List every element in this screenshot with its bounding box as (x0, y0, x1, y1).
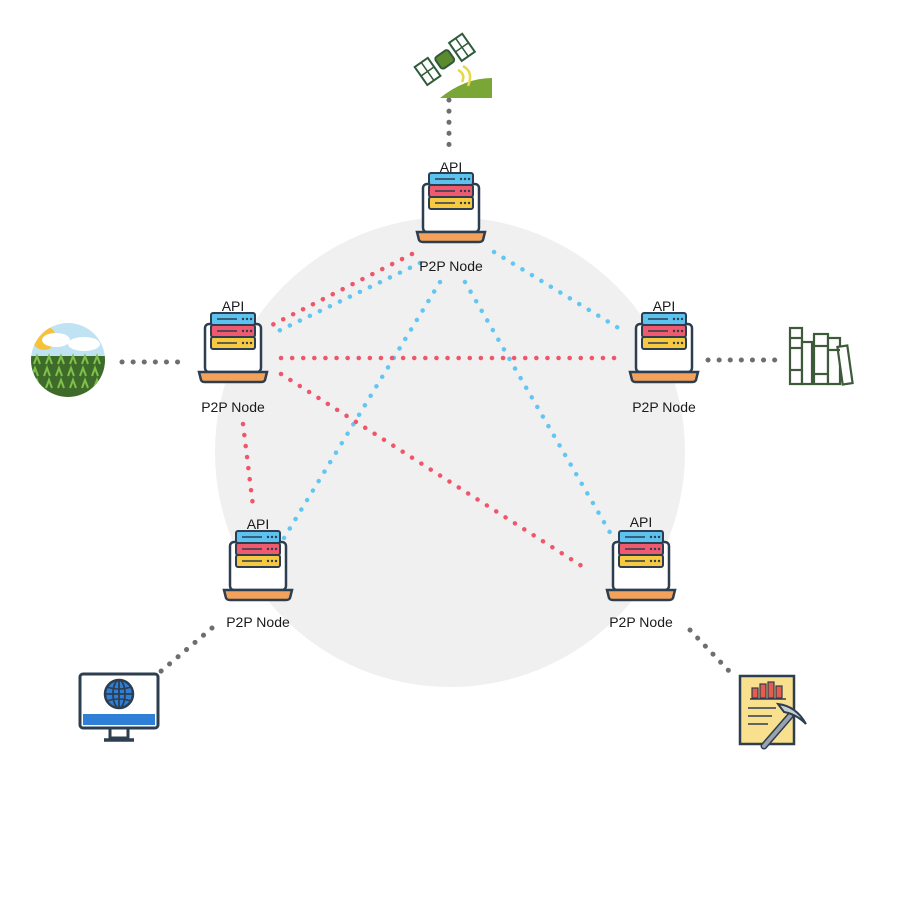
server-laptop-icon (628, 311, 700, 384)
server-laptop-icon (415, 171, 487, 244)
p2p-node-label: P2P Node (201, 399, 265, 415)
api-label: API (440, 159, 463, 175)
p2p-node-top: API P2P Node (415, 159, 487, 274)
books-icon (788, 326, 854, 386)
p2p-node-right: API P2P Node (628, 298, 700, 415)
p2p-node-label: P2P Node (632, 399, 696, 415)
source-link-web-monitor-icon (157, 625, 215, 675)
p2p-node-label: P2P Node (226, 614, 290, 630)
api-label: API (247, 516, 270, 532)
p2p-node-bottom-right: API P2P Node (605, 514, 677, 630)
p2p-node-bottom-left: API P2P Node (222, 516, 294, 630)
mining-report-icon (738, 674, 807, 750)
source-links (119, 97, 781, 675)
peer-links (240, 249, 628, 573)
server-laptop-icon (605, 529, 677, 602)
source-link-mining-report-icon (687, 627, 733, 675)
api-label: API (653, 298, 676, 314)
api-label: API (222, 298, 245, 314)
link-top-left-red (267, 251, 415, 329)
server-laptop-icon (222, 529, 294, 602)
api-label: API (630, 514, 653, 530)
p2p-node-left: API P2P Node (197, 298, 269, 415)
p2p-node-label: P2P Node (419, 258, 483, 274)
farm-field-icon (31, 323, 105, 397)
web-monitor-icon (78, 672, 160, 742)
network-background-circle (215, 217, 685, 687)
link-top-bottom-right-blue (462, 279, 615, 539)
server-laptop-icon (197, 311, 269, 384)
satellite-icon (410, 18, 492, 98)
link-top-right-blue (491, 249, 628, 335)
p2p-node-label: P2P Node (609, 614, 673, 630)
link-left-bottom-left-red (240, 421, 256, 509)
